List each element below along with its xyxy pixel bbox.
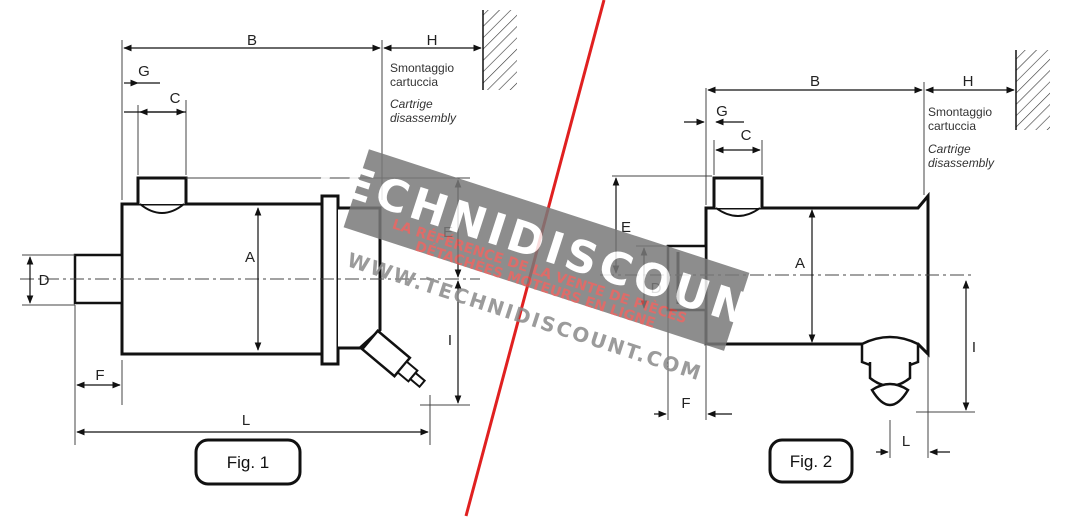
dim-label-d: D	[39, 272, 50, 289]
dim-label-a: A	[795, 255, 805, 272]
note-it-line1: Smontaggio	[390, 61, 454, 75]
caption-box	[768, 438, 854, 484]
wall-hatch	[483, 10, 517, 90]
dim-label-l: L	[242, 412, 250, 429]
figure-caption: Fig. 1	[227, 453, 270, 472]
dim-label-a: A	[245, 249, 255, 266]
watermark: TECHNIDISCOUNT LA RÉFÉRENCE DE LA VENTE …	[304, 146, 791, 386]
dim-label-i: I	[972, 339, 976, 356]
note-it-line2: cartuccia	[928, 119, 976, 133]
watermark-banner	[343, 149, 750, 351]
dim-label-g: G	[138, 63, 150, 80]
figure-caption: Fig. 2	[790, 452, 833, 471]
dim-label-c: C	[170, 90, 181, 107]
dim-label-g: G	[716, 103, 728, 120]
figure-1: B H G C A D E I F L Smontaggio cartuccia…	[20, 10, 517, 486]
dim-label-e: E	[621, 219, 631, 236]
dim-label-i: I	[448, 332, 452, 349]
wall-hatch	[1016, 50, 1050, 130]
note-it-line1: Smontaggio	[928, 105, 992, 119]
note-en-line1: Cartrige	[390, 97, 433, 111]
note-en-line2: disassembly	[390, 111, 457, 125]
dim-label-c: C	[741, 127, 752, 144]
dim-label-h: H	[963, 73, 974, 90]
caption-box	[194, 438, 302, 486]
dim-label-h: H	[427, 32, 438, 49]
note-it-line2: cartuccia	[390, 75, 438, 89]
note-en-line2: disassembly	[928, 156, 995, 170]
dim-label-f: F	[95, 367, 104, 384]
figure-2: B H G C A E D I F L Smontaggio cartuccia	[600, 50, 1050, 484]
dim-label-f: F	[681, 395, 690, 412]
dim-label-b: B	[247, 32, 257, 49]
note-en-line1: Cartrige	[928, 142, 971, 156]
dim-label-b: B	[810, 73, 820, 90]
dim-label-l: L	[902, 433, 910, 450]
